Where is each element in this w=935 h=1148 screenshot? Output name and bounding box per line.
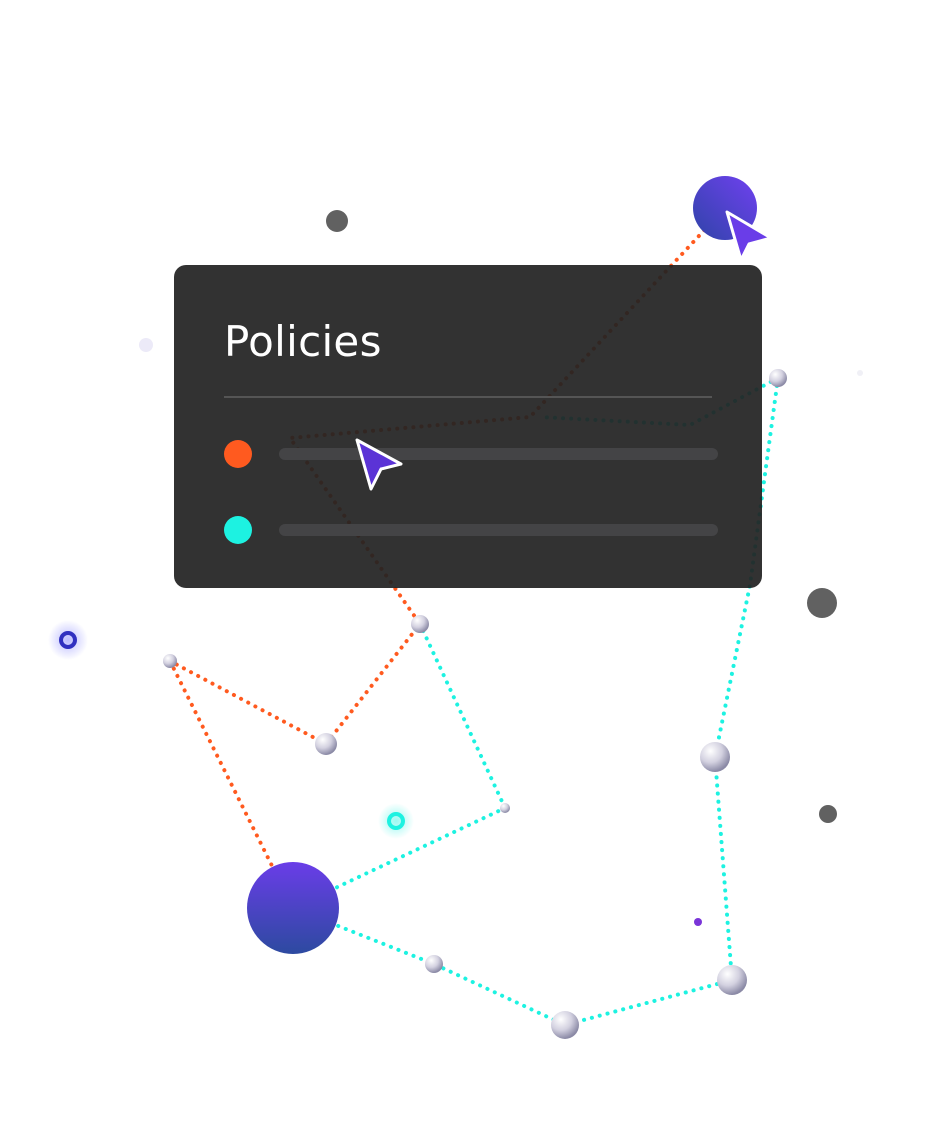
policy-row-orange[interactable] bbox=[224, 439, 718, 469]
hub-node-top bbox=[693, 176, 757, 240]
blue-ring-dot bbox=[48, 620, 88, 660]
policies-card: Policies bbox=[174, 265, 762, 588]
cyan-status-dot bbox=[224, 516, 252, 544]
card-divider bbox=[224, 396, 712, 398]
card-title: Policies bbox=[224, 317, 382, 366]
orange-status-dot bbox=[224, 440, 252, 468]
gray-dots bbox=[326, 210, 837, 823]
graph-nodes bbox=[139, 338, 863, 1039]
policy-placeholder-bar bbox=[279, 448, 718, 460]
hub-node-large bbox=[247, 862, 339, 954]
cyan-ring-dot bbox=[378, 803, 414, 839]
policy-placeholder-bar bbox=[279, 524, 718, 536]
policy-row-cyan[interactable] bbox=[224, 515, 718, 545]
small-purple-dot bbox=[694, 918, 702, 926]
